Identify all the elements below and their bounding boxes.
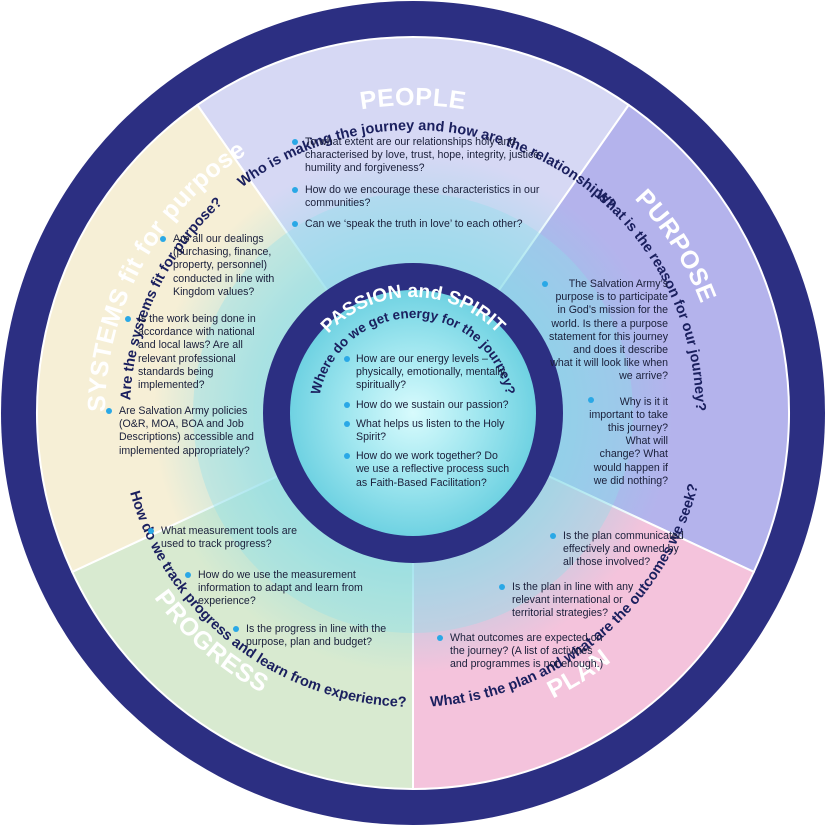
plan-items: Is the plan communicated effectively and… [550, 530, 690, 578]
bullet-icon [344, 356, 350, 362]
list-item: What outcomes are expected on the journe… [437, 632, 607, 672]
bullet-icon [588, 397, 594, 403]
progress-items-2: How do we use the measurement informatio… [185, 569, 365, 617]
bullet-icon [499, 584, 505, 590]
bullet-icon [550, 533, 556, 539]
bullet-icon [292, 221, 298, 228]
progress-items-3: Is the progress in line with the purpose… [233, 623, 403, 657]
people-label: PEOPLE [358, 83, 468, 115]
bullet-icon [437, 635, 443, 641]
bullet-icon [233, 626, 239, 632]
list-item: Can we ‘speak the truth in love’ to each… [292, 218, 567, 231]
list-item: Is the plan communicated effectively and… [550, 530, 690, 570]
plan-items-3: What outcomes are expected on the journe… [437, 632, 607, 680]
list-item: Are all our dealings (purchasing, financ… [160, 233, 300, 299]
systems-items-2: Is the work being done in accordance wit… [125, 313, 275, 400]
bullet-icon [148, 528, 154, 534]
bullet-icon [160, 236, 166, 242]
list-item: How do we use the measurement informatio… [185, 569, 365, 609]
bullet-icon [344, 401, 350, 408]
systems-items: Are all our dealings (purchasing, financ… [160, 233, 300, 313]
plan-items-2: Is the plan in line with any relevant in… [499, 581, 639, 629]
purpose-items: The Salvation Army’s purpose is to parti… [548, 278, 668, 496]
list-item: To what extent are our relationships hol… [292, 136, 567, 176]
bullet-icon [106, 408, 112, 414]
list-item: Is the progress in line with the purpose… [233, 623, 403, 649]
systems-items-3: Are Salvation Army policies (O&R, MOA, B… [106, 405, 266, 466]
list-item: Are Salvation Army policies (O&R, MOA, B… [106, 405, 266, 458]
list-item: Is the plan in line with any relevant in… [499, 581, 639, 621]
bullet-icon [344, 453, 350, 460]
bullet-icon [125, 316, 131, 322]
bullet-icon [185, 572, 191, 578]
list-item: What measurement tools are used to track… [148, 525, 308, 551]
list-item: Why is it it important to take this jour… [589, 395, 668, 487]
bullet-icon [542, 281, 548, 287]
center-disc [290, 290, 536, 536]
list-item: How do we sustain our passion? [344, 399, 514, 412]
list-item: How do we encourage these characteristic… [292, 184, 567, 210]
progress-items: What measurement tools are used to track… [148, 525, 308, 559]
list-item: The Salvation Army’s purpose is to parti… [549, 278, 668, 383]
list-item: What helps us listen to the Holy Spirit? [344, 418, 514, 444]
list-item: How do we work together? Do we use a ref… [344, 450, 514, 490]
list-item: Is the work being done in accordance wit… [125, 313, 275, 392]
center-items: How are our energy levels – physically, … [344, 353, 514, 498]
bullet-icon [292, 139, 298, 145]
people-items: To what extent are our relationships hol… [292, 136, 567, 239]
bullet-icon [344, 420, 350, 427]
bullet-icon [292, 186, 298, 193]
list-item: How are our energy levels – physically, … [344, 353, 514, 393]
